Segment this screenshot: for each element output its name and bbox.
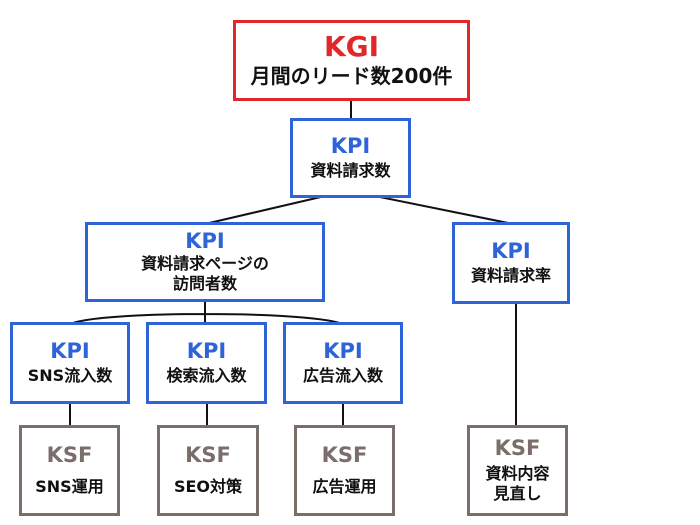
kgi-label: 月間のリード数200件 (250, 63, 453, 88)
kpi-request-rate-heading: KPI (491, 238, 531, 263)
link-request-count-to-request-rate (374, 195, 514, 225)
kpi-ads-box: KPI 広告流入数 (283, 322, 403, 404)
kpi-page-visitors-box: KPI 資料請求ページの 訪問者数 (85, 222, 325, 302)
ksf-sns-box: KSF SNS運用 (19, 425, 120, 516)
kpi-request-count-heading: KPI (330, 133, 371, 158)
ksf-sns-heading: KSF (46, 443, 93, 468)
kpi-ads-heading: KPI (323, 338, 363, 363)
kpi-ads-label: 広告流入数 (302, 366, 383, 386)
link-request-count-to-page-visitors (204, 195, 326, 225)
ksf-content-label: 資料内容 見直し (485, 463, 550, 503)
kpi-page-visitors-label: 資料請求ページの 訪問者数 (141, 254, 269, 294)
ksf-content-box: KSF 資料内容 見直し (467, 425, 568, 516)
kgi-heading: KGI (323, 30, 380, 64)
kpi-sns-box: KPI SNS流入数 (10, 322, 130, 404)
kpi-request-count-label: 資料請求数 (310, 161, 391, 181)
ksf-ads-box: KSF 広告運用 (294, 425, 395, 516)
kpi-search-box: KPI 検索流入数 (146, 322, 267, 404)
ksf-sns-label: SNS運用 (35, 476, 104, 496)
ksf-ads-heading: KSF (321, 443, 368, 468)
kgi-box: KGI 月間のリード数200件 (233, 20, 470, 101)
ksf-seo-label: SEO対策 (173, 476, 243, 496)
kpi-request-rate-box: KPI 資料請求率 (452, 222, 570, 304)
ksf-seo-box: KSF SEO対策 (157, 425, 259, 516)
link-page-visitors-to-sources (69, 300, 344, 325)
ksf-content-heading: KSF (494, 436, 541, 461)
kpi-page-visitors-heading: KPI (185, 228, 225, 253)
ksf-ads-label: 広告運用 (312, 476, 377, 496)
kpi-sns-heading: KPI (50, 338, 90, 363)
kpi-search-heading: KPI (186, 338, 227, 363)
kpi-request-count-box: KPI 資料請求数 (290, 118, 411, 198)
kpi-request-rate-label: 資料請求率 (470, 266, 551, 286)
ksf-seo-heading: KSF (185, 443, 231, 468)
kpi-search-label: 検索流入数 (166, 366, 247, 386)
kpi-sns-label: SNS流入数 (27, 366, 113, 386)
